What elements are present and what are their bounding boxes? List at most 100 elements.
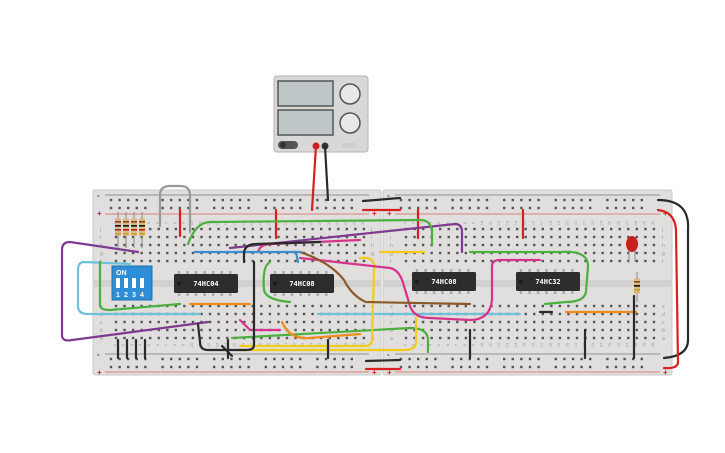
rail-hole[interactable] — [273, 365, 276, 369]
terminal-hole[interactable] — [131, 336, 135, 340]
rail-hole[interactable] — [623, 198, 626, 202]
rail-hole[interactable] — [264, 198, 267, 202]
terminal-hole[interactable] — [166, 336, 169, 340]
terminal-hole[interactable] — [354, 251, 357, 255]
terminal-hole[interactable] — [251, 235, 254, 239]
rail-hole[interactable] — [537, 365, 540, 369]
rail-hole[interactable] — [468, 198, 471, 202]
terminal-hole[interactable] — [123, 235, 126, 239]
terminal-hole[interactable] — [652, 227, 656, 231]
terminal-hole[interactable] — [558, 336, 562, 340]
terminal-hole[interactable] — [294, 243, 297, 247]
rail-hole[interactable] — [606, 206, 609, 210]
terminal-hole[interactable] — [524, 328, 527, 332]
rail-hole[interactable] — [460, 357, 463, 361]
wire-psu-positive[interactable] — [310, 144, 318, 212]
terminal-hole[interactable] — [575, 304, 579, 308]
wire-green-left[interactable] — [98, 260, 182, 312]
terminal-hole[interactable] — [311, 235, 314, 239]
rail-hole[interactable] — [281, 206, 285, 210]
wire-brown[interactable] — [298, 250, 472, 306]
terminal-hole[interactable] — [362, 320, 366, 324]
rail-hole[interactable] — [537, 206, 540, 210]
terminal-hole[interactable] — [174, 320, 178, 324]
terminal-hole[interactable] — [421, 227, 425, 231]
rail-hole[interactable] — [563, 357, 566, 361]
rail-hole[interactable] — [230, 357, 233, 361]
rail-hole[interactable] — [135, 198, 138, 202]
terminal-hole[interactable] — [328, 243, 331, 247]
terminal-hole[interactable] — [362, 251, 366, 255]
terminal-hole[interactable] — [311, 320, 314, 324]
terminal-hole[interactable] — [644, 259, 647, 263]
terminal-hole[interactable] — [174, 304, 178, 308]
rail-hole[interactable] — [161, 365, 164, 369]
terminal-hole[interactable] — [149, 235, 152, 239]
terminal-hole[interactable] — [635, 328, 639, 332]
rail-hole[interactable] — [161, 357, 164, 361]
terminal-hole[interactable] — [208, 227, 212, 231]
terminal-hole[interactable] — [652, 235, 656, 239]
terminal-hole[interactable] — [524, 336, 527, 340]
terminal-hole[interactable] — [558, 304, 562, 308]
terminal-hole[interactable] — [208, 312, 212, 316]
terminal-hole[interactable] — [618, 304, 621, 308]
rail-hole[interactable] — [606, 365, 609, 369]
terminal-hole[interactable] — [627, 227, 630, 231]
terminal-hole[interactable] — [234, 235, 237, 239]
rail-hole[interactable] — [451, 365, 454, 369]
terminal-hole[interactable] — [592, 320, 596, 324]
rail-hole[interactable] — [333, 206, 336, 210]
terminal-hole[interactable] — [208, 235, 212, 239]
terminal-hole[interactable] — [225, 320, 229, 324]
terminal-hole[interactable] — [533, 235, 536, 239]
terminal-hole[interactable] — [149, 320, 152, 324]
terminal-hole[interactable] — [652, 251, 656, 255]
terminal-hole[interactable] — [243, 304, 246, 308]
terminal-hole[interactable] — [337, 227, 340, 231]
terminal-hole[interactable] — [601, 304, 604, 308]
terminal-hole[interactable] — [251, 304, 254, 308]
terminal-hole[interactable] — [251, 336, 254, 340]
terminal-hole[interactable] — [507, 328, 510, 332]
rail-hole[interactable] — [230, 198, 233, 202]
terminal-hole[interactable] — [183, 320, 186, 324]
rail-hole[interactable] — [614, 357, 618, 361]
terminal-hole[interactable] — [584, 320, 587, 324]
rail-hole[interactable] — [281, 357, 285, 361]
terminal-hole[interactable] — [345, 235, 349, 239]
terminal-hole[interactable] — [618, 235, 621, 239]
terminal-hole[interactable] — [251, 227, 254, 231]
terminal-hole[interactable] — [567, 227, 570, 231]
dip-switch-toggle-1[interactable] — [116, 278, 120, 288]
terminal-hole[interactable] — [627, 259, 630, 263]
rail-hole[interactable] — [324, 206, 328, 210]
terminal-hole[interactable] — [174, 336, 178, 340]
terminal-hole[interactable] — [285, 243, 289, 247]
terminal-hole[interactable] — [421, 243, 425, 247]
rail-hole[interactable] — [187, 198, 190, 202]
terminal-hole[interactable] — [320, 227, 323, 231]
terminal-hole[interactable] — [191, 320, 195, 324]
terminal-hole[interactable] — [601, 328, 604, 332]
wire-grey-loop[interactable] — [158, 184, 192, 234]
terminal-hole[interactable] — [447, 251, 450, 255]
rail-hole[interactable] — [511, 357, 514, 361]
rail-hole[interactable] — [109, 365, 113, 369]
terminal-hole[interactable] — [498, 328, 502, 332]
terminal-hole[interactable] — [285, 312, 289, 316]
terminal-hole[interactable] — [200, 243, 203, 247]
terminal-hole[interactable] — [644, 328, 647, 332]
terminal-hole[interactable] — [260, 312, 263, 316]
terminal-hole[interactable] — [421, 336, 425, 340]
terminal-hole[interactable] — [541, 243, 544, 247]
rail-hole[interactable] — [109, 357, 113, 361]
rail-hole[interactable] — [247, 206, 250, 210]
terminal-hole[interactable] — [635, 235, 639, 239]
terminal-hole[interactable] — [174, 243, 178, 247]
terminal-hole[interactable] — [592, 227, 596, 231]
terminal-hole[interactable] — [413, 328, 416, 332]
terminal-hole[interactable] — [567, 259, 570, 263]
terminal-hole[interactable] — [243, 227, 246, 231]
